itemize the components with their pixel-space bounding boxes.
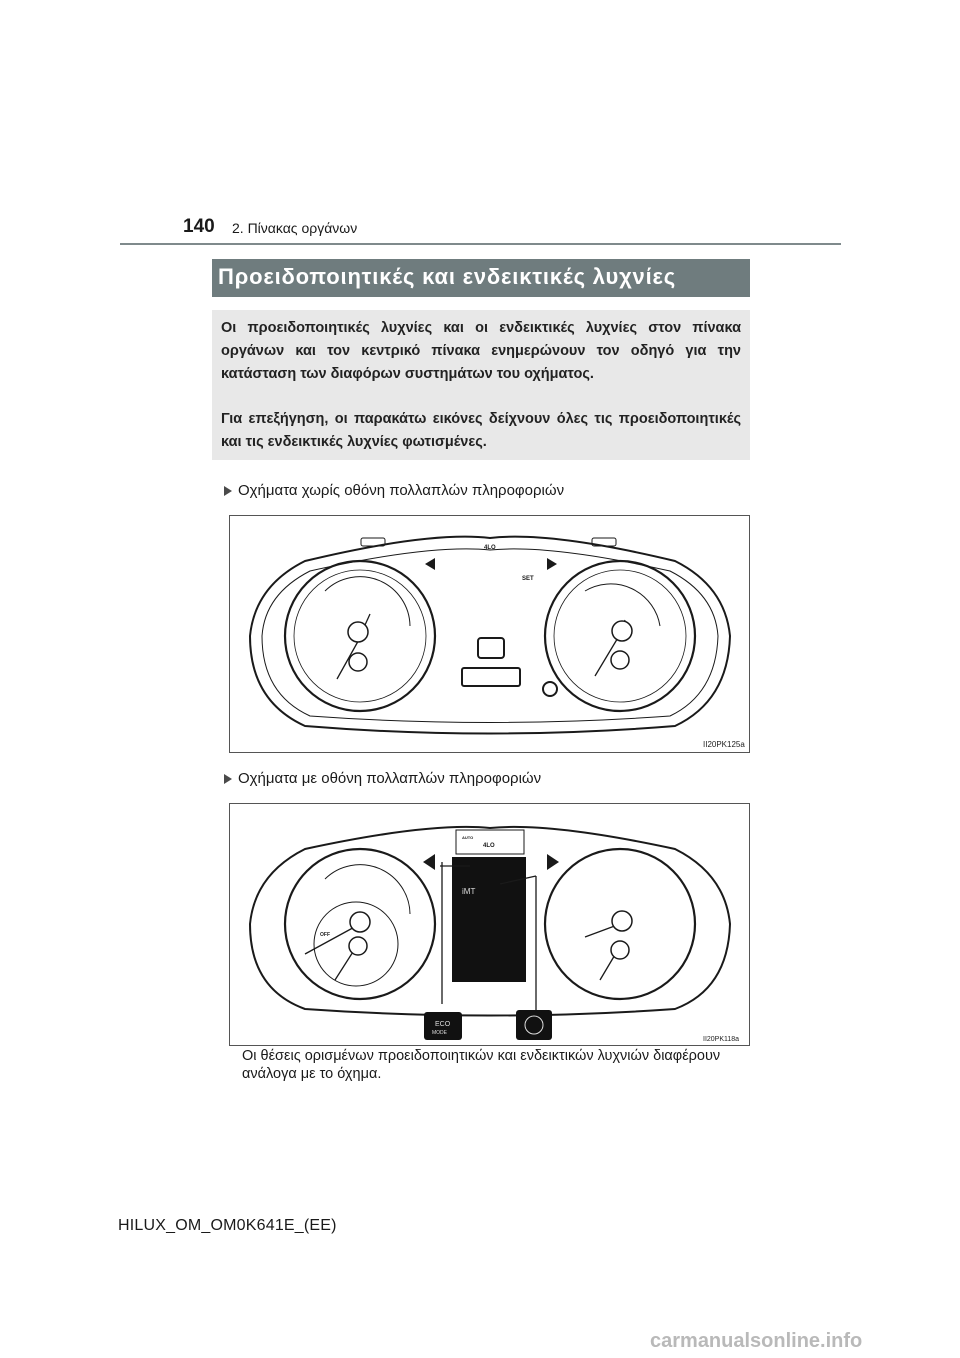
section-title: 2. Πίνακας οργάνων [232,220,358,236]
eco-label: ECO [435,1021,451,1028]
figure-caption: Οι θέσεις ορισμένων προειδοποιητικών και… [242,1048,721,1082]
four-lo-label: 4LO [483,843,495,849]
instrument-cluster-illustration: 4LO SET II20PK125a [248,535,745,749]
heading-bar [212,259,750,297]
instrument-cluster-with-display-illustration: 4LO AUTO iMT OFF ECO MODE II20PK118a [248,825,739,1043]
bullet-label: Οχήματα με οθόνη πολλαπλών πληροφοριών [238,770,542,787]
bullet-with-display: Οχήματα με οθόνη πολλαπλών πληροφοριών [224,770,541,787]
watermark: carmanualsonline.info [650,1330,863,1352]
intro-paragraph-1: Οι προειδοποιητικές λυχνίες και οι ενδει… [221,320,741,382]
bullet-arrow-icon [224,485,232,496]
eco-mode-label: MODE [432,1030,448,1036]
header-divider [120,243,841,245]
four-lo-label: 4LO [484,545,496,551]
page-heading: Προειδοποιητικές και ενδεικτικές λυχνίες [218,264,676,289]
page-number: 140 [183,216,215,237]
auto-label: AUTO [462,835,473,840]
figure-cluster-without-display: 4LO SET II20PK125a [229,515,750,753]
off-label: OFF [320,932,330,938]
figure-id: II20PK125a [703,740,745,749]
intro-paragraph-2: Για επεξήγηση, οι παρακάτω εικόνες δείχν… [221,411,741,450]
set-label: SET [522,576,534,582]
bullet-label: Οχήματα χωρίς οθόνη πολλαπλών πληροφοριώ… [238,482,565,499]
manual-code: HILUX_OM_OM0K641E_(EE) [118,1217,337,1234]
bullet-without-display: Οχήματα χωρίς οθόνη πολλαπλών πληροφοριώ… [224,482,564,499]
figure-id: II20PK118a [703,1036,739,1043]
figure-cluster-with-display: 4LO AUTO iMT OFF ECO MODE II20PK118a [229,803,750,1046]
intro-box: Οι προειδοποιητικές λυχνίες και οι ενδει… [212,310,750,460]
imt-label: iMT [462,887,475,896]
bullet-arrow-icon [224,773,232,784]
